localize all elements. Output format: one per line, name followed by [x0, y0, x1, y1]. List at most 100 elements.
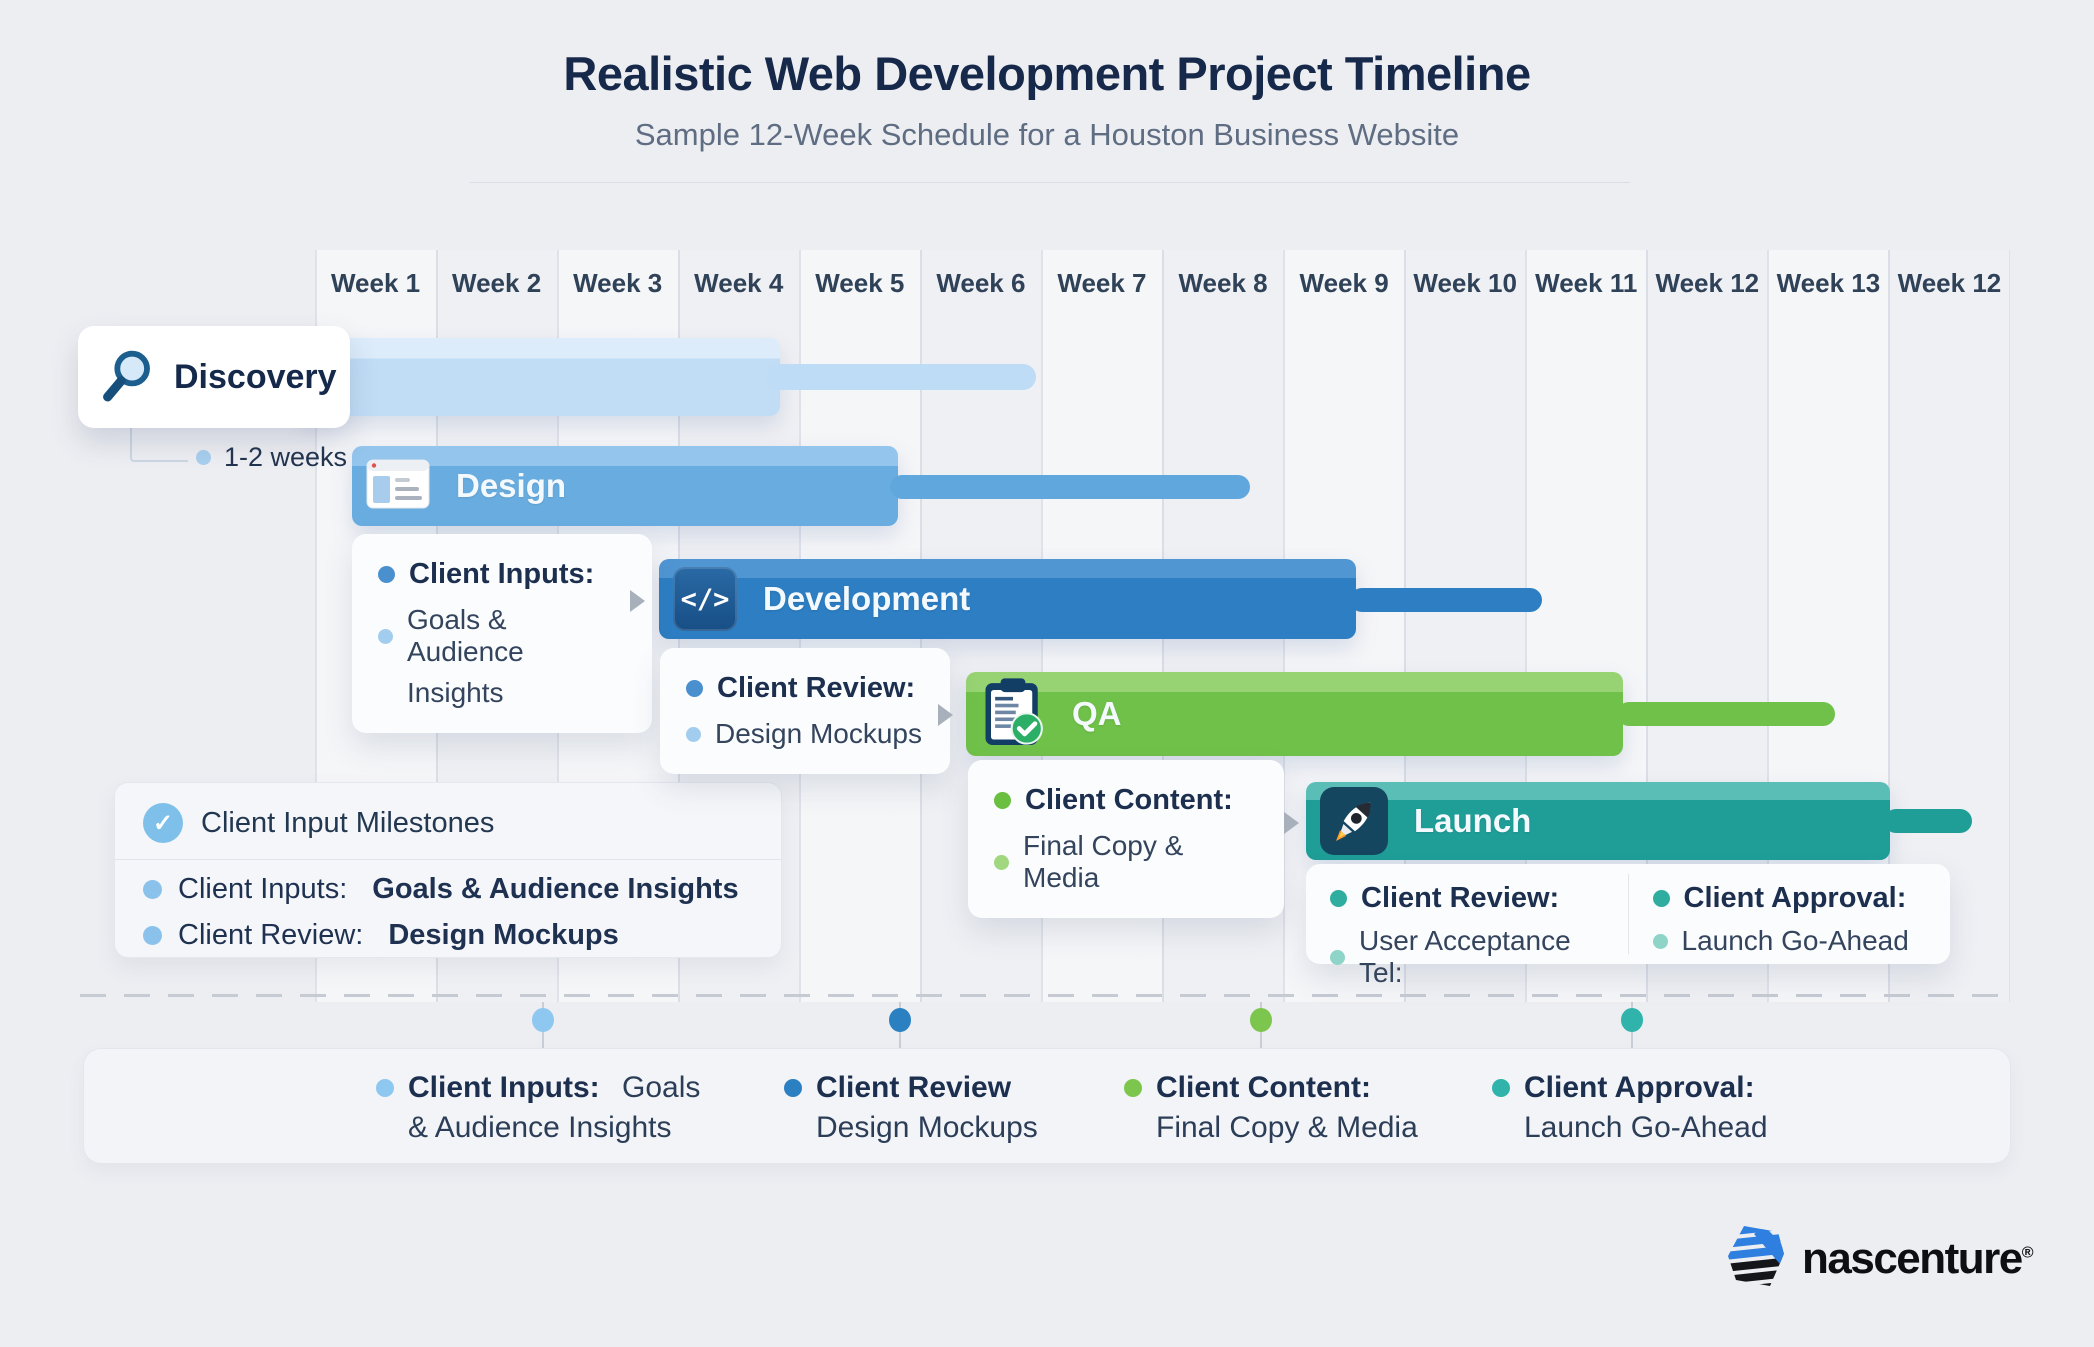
- legend-item: Client Review: Design Mockups: [115, 906, 781, 952]
- callout-divider: [1627, 874, 1629, 954]
- page-subtitle: Sample 12-Week Schedule for a Houston Bu…: [634, 117, 1460, 152]
- gantt-bar-discovery: [300, 338, 780, 416]
- week-label: Week 5: [815, 268, 905, 298]
- connector-arrow-icon: [1284, 812, 1299, 834]
- week-label: Week 12: [1897, 268, 2002, 298]
- milestone-summary-card: Client Inputs: Goals & Audience Insights…: [83, 1048, 2011, 1164]
- legend-item-label: Client Review:: [178, 919, 364, 951]
- bullet-icon: [994, 792, 1011, 809]
- check-circle-icon: ✓: [143, 803, 183, 843]
- callout-client-content: Client Content: Final Copy & Media: [968, 760, 1284, 918]
- callout-client-inputs: Client Inputs: Goals & Audience Insights: [352, 534, 652, 733]
- bullet-icon: [1124, 1079, 1142, 1097]
- week-label: Week 13: [1776, 268, 1881, 298]
- milestone-dot-client-content: [1250, 1008, 1272, 1032]
- callout-line: Insights: [407, 677, 504, 708]
- callout-title: Client Review:: [717, 672, 916, 704]
- callout-title: Client Approval:: [1683, 882, 1907, 914]
- bullet-icon: [686, 726, 701, 742]
- milestone-entry: Client Inputs: Goals & Audience Insights: [376, 1071, 700, 1145]
- milestone-entry: Client Content: Final Copy & Media: [1124, 1071, 1418, 1145]
- bullet-icon: [1330, 890, 1347, 907]
- bullet-icon: [378, 566, 395, 583]
- milestone-dot-client-inputs: [532, 1008, 554, 1032]
- legend-item-label: Client Inputs:: [178, 873, 348, 905]
- gantt-bar-launch: Launch: [1306, 782, 1890, 860]
- milestone-detail: & Audience Insights: [408, 1111, 672, 1144]
- bullet-icon: [1652, 933, 1668, 949]
- bullet-icon: [1330, 949, 1345, 965]
- milestone-detail: Launch Go-Ahead: [1524, 1111, 1768, 1144]
- milestone-label: Client Inputs:: [408, 1071, 600, 1104]
- wireframe-icon: [366, 459, 430, 514]
- discovery-duration-dot: [196, 450, 211, 465]
- week-label: Week 8: [1178, 268, 1268, 298]
- legend-title: Client Input Milestones: [201, 806, 495, 839]
- brand-logo-icon: [1724, 1224, 1788, 1293]
- bullet-icon: [1492, 1079, 1510, 1097]
- bullet-icon: [376, 1079, 394, 1097]
- callout-launch-approval: Client Approval: Launch Go-Ahead: [1629, 864, 1951, 964]
- callout-line: Launch Go-Ahead: [1681, 925, 1909, 956]
- bullet-icon: [784, 1079, 802, 1097]
- callout-line: Final Copy & Media: [1023, 830, 1184, 893]
- gantt-bar-discovery-extension: [766, 364, 1036, 390]
- callout-title: Client Content:: [1025, 784, 1233, 816]
- connector-arrow-icon: [630, 590, 645, 612]
- discovery-label-card: Discovery: [78, 326, 350, 428]
- milestone-entry: Client Review Design Mockups: [784, 1071, 1038, 1145]
- gantt-bar-design: Design: [352, 446, 898, 526]
- phase-label-discovery: Discovery: [174, 357, 337, 396]
- bullet-icon: [143, 880, 162, 899]
- brand-logo: nascenture®: [1724, 1224, 2034, 1293]
- phase-label-qa: QA: [1072, 695, 1122, 732]
- phase-label-design: Design: [456, 467, 567, 504]
- bullet-icon: [143, 926, 162, 945]
- gantt-bar-development-extension: [1350, 588, 1542, 612]
- legend-client-input-milestones: ✓ Client Input Milestones Client Inputs:…: [114, 782, 782, 958]
- week-axis: Week 1 Week 2 Week 3 Week 4 Week 5 Week …: [315, 268, 2010, 299]
- gantt-bar-design-extension: [890, 475, 1250, 499]
- callout-line: Design Mockups: [715, 718, 922, 749]
- milestone-entry: Client Approval: Launch Go-Ahead: [1492, 1071, 1769, 1145]
- milestone-label-rest: Goals: [613, 1071, 701, 1104]
- week-label: Week 9: [1299, 268, 1389, 298]
- gantt-bar-qa: QA: [966, 672, 1623, 756]
- legend-item-value: Design Mockups: [388, 919, 619, 951]
- callout-launch-group: Client Review: User Acceptance Tel: Clie…: [1306, 864, 1951, 988]
- bullet-icon: [994, 854, 1009, 870]
- week-label: Week 11: [1535, 268, 1638, 298]
- gantt-bar-launch-extension: [1884, 809, 1972, 833]
- callout-title: Client Review:: [1361, 882, 1560, 914]
- discovery-duration-label: 1-2 weeks: [224, 442, 348, 472]
- page-title: Realistic Web Development Project Timeli…: [563, 47, 1531, 100]
- rocket-icon: [1320, 787, 1388, 855]
- callout-title: Client Inputs:: [409, 558, 595, 590]
- week-label: Week 3: [573, 268, 663, 298]
- milestone-label: Client Review: [816, 1071, 1012, 1104]
- code-icon: </>: [673, 567, 737, 631]
- milestone-dot-client-review: [889, 1008, 911, 1032]
- milestone-detail: Final Copy & Media: [1156, 1111, 1418, 1144]
- clipboard-check-icon: [980, 676, 1046, 753]
- week-label: Week 6: [936, 268, 1026, 298]
- milestone-detail: Design Mockups: [816, 1111, 1038, 1144]
- header-divider: [470, 182, 1630, 183]
- callout-launch-review: Client Review: User Acceptance Tel:: [1306, 864, 1628, 988]
- week-label: Week 2: [452, 268, 542, 298]
- phase-label-launch: Launch: [1414, 802, 1532, 839]
- legend-item: Client Inputs: Goals & Audience Insights: [115, 860, 781, 906]
- callout-client-review: Client Review: Design Mockups: [660, 648, 950, 774]
- milestone-dot-client-approval: [1621, 1008, 1643, 1032]
- bullet-icon: [1652, 890, 1670, 907]
- milestone-dashed-line: [80, 994, 2014, 997]
- callout-line: User Acceptance Tel:: [1359, 925, 1571, 988]
- brand-logo-text: nascenture®: [1802, 1233, 2034, 1283]
- legend-item-value: Goals & Audience Insights: [372, 873, 739, 905]
- magnifier-icon: [96, 344, 158, 411]
- week-label: Week 7: [1057, 268, 1147, 298]
- milestone-label: Client Approval:: [1524, 1071, 1755, 1104]
- discovery-duration-connector: [130, 428, 188, 462]
- bullet-icon: [686, 680, 703, 697]
